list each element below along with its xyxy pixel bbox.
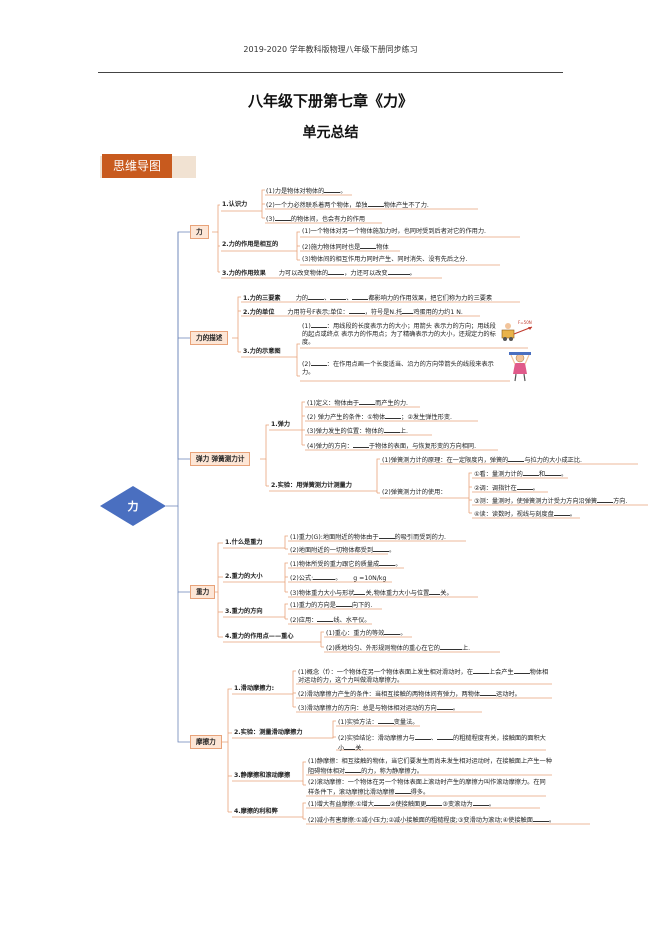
n2-c2-label: 2.力的单位 力用符号F表示;单位：，符号是N.托鸡蛋用的力约1 N. (243, 309, 463, 316)
center-label: 力 (127, 500, 139, 513)
n5-c3-label: 3.静摩擦和滚动摩擦 (234, 772, 291, 779)
n3-c2-a: (1)弹簧测力计的原理：在一定限度内，弹簧的与拉力的大小成正比. (382, 457, 582, 464)
n5-c1-b: (2)滑动摩擦力产生的条件：当相互接触的两物体间有弹力，两物体运动时。 (298, 691, 521, 698)
n5-c2-label: 2.实验：测量滑动摩擦力 (234, 729, 303, 736)
n4-c2-label: 2.重力的大小 (225, 573, 263, 580)
n3-c1-label: 1.弹力 (271, 421, 291, 428)
n2-c1-label: 1.力的三要素 力的、、都影响力的作用效果，把它们称为力的三要素 (243, 295, 493, 302)
n1-c1-b: (2)一个力必然联系着两个物体，单独物体产生不了力. (266, 202, 429, 209)
node-friction: 摩擦力 (190, 735, 222, 749)
n1-c1-a: (1)力是物体对物体的。 (266, 188, 347, 195)
header-rule (98, 72, 563, 73)
n5-c1-label: 1.滑动摩擦力: (234, 685, 275, 692)
n4-c4-label: 4.重力的作用点——重心 (225, 633, 294, 640)
n3-c1-d: (4)弹力的方向：于物体的表面，与恢复形变的方向相同. (307, 443, 477, 450)
n5-c4-b: (2)减小有害摩擦:①减小压力;②减小接触面的粗糙程度;③变滑动为滚动;④使接触… (308, 817, 556, 824)
n4-c1-a: (1)重力(G):地面附近的物体由于的吸引而受到的力. (290, 534, 447, 541)
n4-c2-b: (2)公式:。 g =10N/kg (290, 575, 387, 582)
n5-c3-a: (1)静摩擦：相互接触的物体，当它们要发生而尚未发生相对运动时，在接触面上产生一… (308, 758, 552, 775)
n5-c1-a: (1)概念（f）：一个物体在另一个物体表面上发生相对滑动时，在上会产生物体相对运… (298, 669, 549, 684)
n5-c2-b: (2)实验结论：滑动摩擦力与、的粗糙程度有关，接触面的面积大小关. (338, 735, 546, 752)
n3-c2-label: 2.实验：用弹簧测力计测量力 (271, 482, 352, 489)
n3-c2-b2: ②调：调指针在。 (474, 485, 539, 492)
mindmap-banner-label: 思维导图 (102, 154, 172, 178)
chapter-subtitle: 单元总结 (302, 125, 359, 141)
n3-c2-b4: ④读：读数时，视线与刻度盘。 (474, 511, 576, 518)
n4-c3-a: (1)重力的方向是向下的. (290, 602, 373, 609)
center-diamond (100, 486, 166, 526)
n5-c4-label: 4.摩擦的利和弊 (234, 808, 278, 815)
n4-c2-a: (1)物体所受的重力跟它的质量成。 (290, 561, 402, 568)
n5-c1-c: (3)滑动摩擦力的方向：总是与物体相对运动的方向。 (298, 705, 459, 712)
n4-c3-label: 3.重力的方向 (225, 608, 263, 615)
n1-c2-b: (2)施力物体同时也是物体 (302, 244, 389, 251)
n2-c3-label: 3.力的示意图 (243, 348, 281, 355)
n1-c2-label: 2.力的作用是相互的 (222, 241, 279, 248)
node-force-description: 力的描述 (190, 331, 229, 345)
n4-c1-b: (2)地面附近的一切物体都受到。 (290, 547, 396, 554)
node-gravity: 重力 (190, 585, 216, 599)
n3-c2-b1: ①看：量测力计的和。 (474, 471, 568, 478)
n5-c3-b: (2)滚动摩擦：一个物体在另一个物体表面上滚动时产生的摩擦力叫作滚动摩擦力。在同… (308, 779, 546, 796)
node-force: 力 (190, 225, 209, 239)
n3-c1-a: (1)定义：物体由于而产生的力. (307, 400, 408, 407)
figure-force-label: F=50N (518, 320, 532, 325)
n3-c1-b: (2) 弹力产生的条件：①物体；②发生弹性形变. (307, 414, 452, 421)
n1-c2-a: (1)一个物体对另一个物体施加力时，也同时受到后者对它的作用力. (302, 228, 486, 235)
cart-force-figure: F=50N (501, 320, 533, 341)
n5-c2-a: (1)实验方法：变量法。 (338, 719, 419, 726)
n3-c2-b3: ③测：量测时，使弹簧测力计受力方向沿弹簧方向. (474, 498, 628, 505)
n4-c3-b: (2)应用：线、水平仪。 (290, 617, 371, 624)
page-header: 2019-2020 学年教科版物理八年级下册同步练习 (243, 45, 418, 54)
n4-c4-a: (1)重心：重力的等效。 (326, 630, 407, 637)
n2-c3-a: (1)：用线段的长度表示力的大小；用箭头 表示力的方向；用线段的起点或终点 表示… (302, 323, 496, 346)
n4-c1-label: 1.什么是重力 (225, 539, 263, 546)
n4-c4-b: (2)质地均匀、外形规则物体的重心在它的上. (326, 645, 471, 652)
chapter-title: 八年级下册第七章《力》 (247, 92, 413, 110)
n1-c1-label: 1.认识力 (222, 201, 248, 208)
node-elastic-force: 弹力 弹簧测力计 (190, 452, 251, 466)
n3-c2-b: (2)弹簧测力计的使用： (382, 489, 447, 496)
n1-c2-c: (3)物体间的相互作用力同时产生、同时消失、没有先后之分. (302, 256, 468, 263)
n2-c3-b: (2)：在作用点画一个长度适当、沿力的方向带箭头的线段来表示力。 (302, 361, 494, 376)
n3-c1-c: (3)弹力发生的位置：物体的上. (307, 428, 408, 435)
n1-c3-label: 3.力的作用效果 力可以改变物体的，力还可以改变。 (222, 270, 416, 277)
mindmap-banner: 思维导图 (100, 154, 200, 180)
girl-lifting-figure (509, 352, 531, 382)
n1-c1-c: (3)的物体间，也会有力的作用 (266, 216, 366, 223)
n4-c2-c: (3)物体重力大小与形状关,物体重力大小与位置关。 (290, 590, 453, 597)
